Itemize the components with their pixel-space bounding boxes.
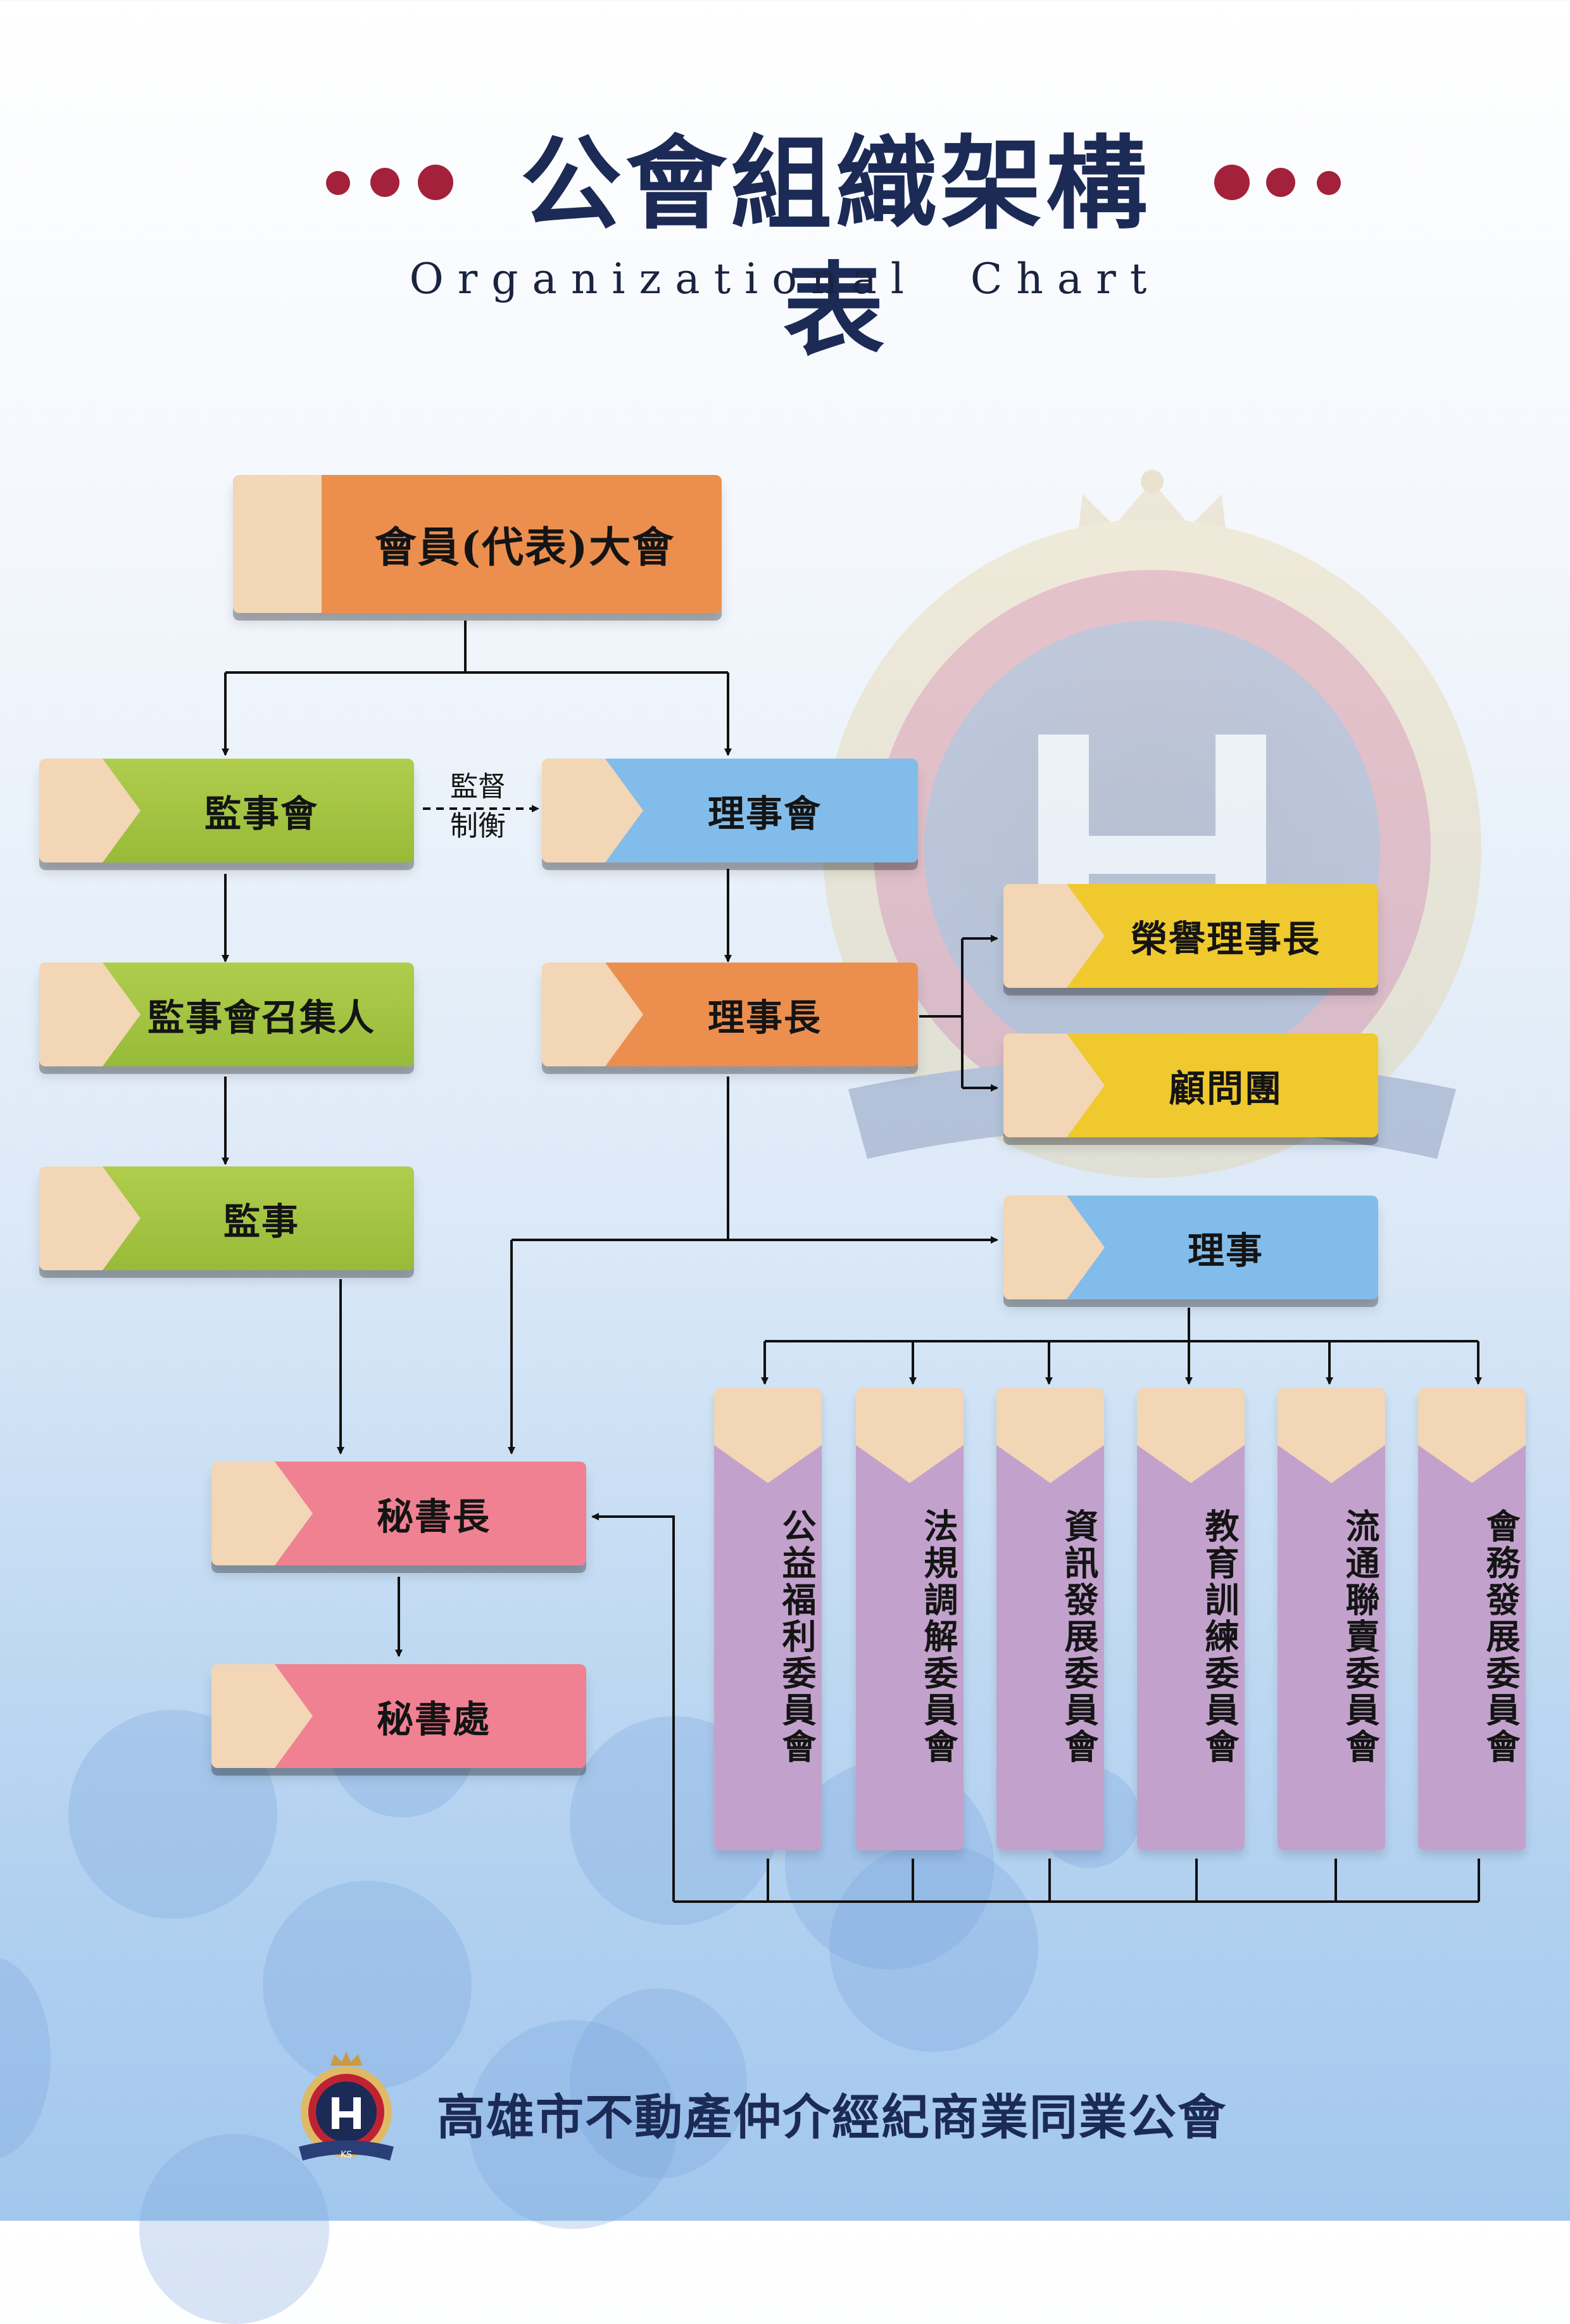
box-body: [605, 963, 918, 1066]
box-body: [1137, 1445, 1245, 1850]
committee-label: 公益福利委員會: [776, 1508, 817, 1765]
page-title: 公會組織架構表: [520, 124, 1151, 370]
committee-education-training[interactable]: 教育訓練委員會: [1137, 1388, 1245, 1850]
node-label: 理事長: [707, 996, 822, 1039]
node-label: 監事: [223, 1200, 299, 1243]
background-bubble: [829, 1843, 1038, 2052]
committee-label: 資訊發展委員會: [1058, 1508, 1099, 1765]
node-honorary-chairman[interactable]: 榮譽理事長: [1003, 884, 1378, 988]
node-label: 監事會召集人: [147, 996, 375, 1039]
background-bubble: [263, 1881, 472, 2090]
box-body: [275, 1664, 586, 1768]
committee-label: 流通聯賣委員會: [1340, 1508, 1380, 1765]
organization-name: 高雄市不動產仲介經紀商業同業公會: [437, 2089, 1227, 2145]
box-body: [1067, 884, 1378, 988]
node-label: 理事: [1187, 1229, 1264, 1272]
box-body: [605, 759, 918, 862]
node-board-of-directors[interactable]: 理事會: [542, 759, 918, 862]
title-dot-left: [326, 171, 350, 195]
title-dot-right: [1317, 171, 1341, 195]
title-row: 公會組織架構表: [0, 120, 1570, 370]
supervision-note-line: 制衡: [450, 810, 506, 842]
box-body: [103, 1166, 414, 1270]
node-director[interactable]: 理事: [1003, 1196, 1378, 1299]
node-supervisory-convener[interactable]: 監事會召集人: [39, 963, 414, 1066]
title-dot-left: [370, 168, 399, 197]
box-body: [275, 1462, 586, 1565]
page-subtitle: Organizational Chart: [409, 255, 1161, 303]
committee-public-welfare[interactable]: 公益福利委員會: [714, 1388, 822, 1850]
association-emblem-icon: KS: [299, 2052, 394, 2161]
title-dot-right: [1214, 165, 1250, 200]
watermark-emblem-icon: KS: [823, 470, 1481, 1178]
node-chairman[interactable]: 理事長: [542, 963, 918, 1066]
committee-affairs-development[interactable]: 會務發展委員會: [1418, 1388, 1526, 1850]
svg-text:KS: KS: [341, 2150, 352, 2160]
box-body: [1067, 1033, 1378, 1137]
connector-lines: [222, 621, 1482, 1903]
box-body: [856, 1445, 964, 1850]
node-label: 會員(代表)大會: [374, 522, 675, 572]
node-label: 顧問團: [1168, 1067, 1283, 1110]
node-supervisory-board[interactable]: 監事會: [39, 759, 414, 862]
box-body: [322, 475, 722, 613]
box-body: [1067, 1196, 1378, 1299]
node-label: 秘書長: [376, 1495, 491, 1538]
node-label: 監事會: [204, 792, 318, 835]
committee-label: 法規調解委員會: [918, 1508, 958, 1765]
title-dot-right: [1266, 168, 1295, 197]
supervision-note: 監督 制衡: [437, 767, 519, 846]
supervision-note-line: 監督: [450, 771, 506, 803]
box-body: [103, 963, 414, 1066]
node-supervisor[interactable]: 監事: [39, 1166, 414, 1270]
box-body: [1278, 1445, 1385, 1850]
node-label: 理事會: [707, 792, 822, 835]
committee-information-development[interactable]: 資訊發展委員會: [996, 1388, 1104, 1850]
node-label: 榮譽理事長: [1130, 918, 1321, 961]
committee-circulation-joint-sales[interactable]: 流通聯賣委員會: [1278, 1388, 1385, 1850]
node-advisory-group[interactable]: 顧問團: [1003, 1033, 1378, 1137]
committee-label: 會務發展委員會: [1480, 1508, 1521, 1765]
box-tab: [233, 475, 334, 613]
title-dot-left: [418, 165, 453, 200]
node-label: 秘書處: [376, 1698, 491, 1741]
committee-label: 教育訓練委員會: [1199, 1508, 1240, 1765]
committee-regulation-mediation[interactable]: 法規調解委員會: [856, 1388, 964, 1850]
box-body: [714, 1445, 822, 1850]
background-bubble: [468, 2020, 677, 2229]
box-body: [103, 759, 414, 862]
node-secretariat[interactable]: 秘書處: [211, 1664, 586, 1768]
node-secretary-general[interactable]: 秘書長: [211, 1462, 586, 1565]
node-general-assembly[interactable]: 會員(代表)大會: [233, 475, 722, 613]
box-body: [1418, 1445, 1526, 1850]
background-bubble: [570, 1988, 747, 2178]
box-body: [996, 1445, 1104, 1850]
